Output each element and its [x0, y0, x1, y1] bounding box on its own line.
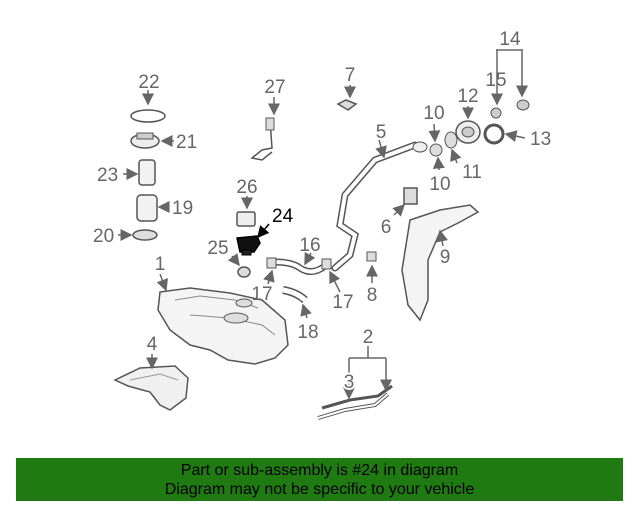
- part-17-clamps: [263, 257, 341, 293]
- banner-line-1: Part or sub-assembly is #24 in diagram: [180, 462, 459, 479]
- callout-7: 7: [345, 65, 356, 86]
- callout-26: 26: [236, 177, 257, 198]
- callout-21: 21: [176, 132, 197, 153]
- parts-diagram: 22 21 23 19 20 27 26 24 25 7 5 16 17 17 …: [93, 29, 551, 420]
- callout-11: 11: [462, 162, 482, 183]
- part-8-bolt: [366, 251, 378, 283]
- callout-4: 4: [147, 334, 158, 355]
- callout-17-right: 17: [332, 292, 353, 313]
- part-7-clip: [336, 85, 358, 111]
- callout-17-left: 17: [251, 284, 272, 305]
- callout-6: 6: [381, 217, 392, 238]
- callout-9: 9: [440, 247, 451, 268]
- part-22-gasket: [130, 90, 166, 123]
- callout-19: 19: [172, 198, 193, 219]
- part-4-protector: [113, 354, 189, 411]
- callout-15: 15: [485, 70, 506, 91]
- callout-2: 2: [363, 327, 374, 348]
- parts-2-3-straps: [317, 346, 393, 420]
- callout-14: 14: [499, 29, 521, 50]
- callout-27: 27: [264, 77, 285, 98]
- callout-8: 8: [367, 285, 378, 306]
- part-18-hose: [282, 286, 312, 319]
- part-25-grommet: [227, 253, 251, 278]
- callout-25: 25: [207, 238, 228, 259]
- part-9-shield: [401, 204, 480, 322]
- callout-10-bottom: 10: [429, 174, 450, 195]
- callout-3: 3: [344, 372, 355, 393]
- part-5-filler-neck: [331, 139, 428, 272]
- part-20-ring: [118, 229, 158, 241]
- callout-23: 23: [97, 165, 118, 186]
- callout-18: 18: [297, 322, 318, 343]
- part-27-sender: [250, 97, 280, 161]
- part-6-bracket: [392, 187, 418, 217]
- callout-24: 24: [272, 206, 294, 227]
- callout-22: 22: [138, 72, 159, 93]
- callout-5: 5: [376, 122, 387, 143]
- part-26-cap: [236, 196, 256, 227]
- part-23-pump-body: [123, 159, 156, 186]
- banner-line-2: Diagram may not be specific to your vehi…: [164, 481, 475, 498]
- part-1-fuel-tank: [156, 273, 289, 365]
- info-banner: Part or sub-assembly is #24 in diagram D…: [16, 458, 623, 501]
- callout-12: 12: [457, 86, 478, 107]
- part-19-filter: [136, 194, 170, 222]
- parts-10-15-cap-group: [428, 49, 530, 171]
- part-21-plate: [130, 132, 174, 149]
- callout-13: 13: [530, 129, 551, 150]
- callout-16: 16: [299, 235, 320, 256]
- part-16-hose: [274, 251, 328, 275]
- part-24-valve-highlighted: [236, 223, 270, 256]
- callout-10-top: 10: [423, 103, 444, 124]
- callout-20: 20: [93, 226, 114, 247]
- callout-1: 1: [155, 254, 166, 275]
